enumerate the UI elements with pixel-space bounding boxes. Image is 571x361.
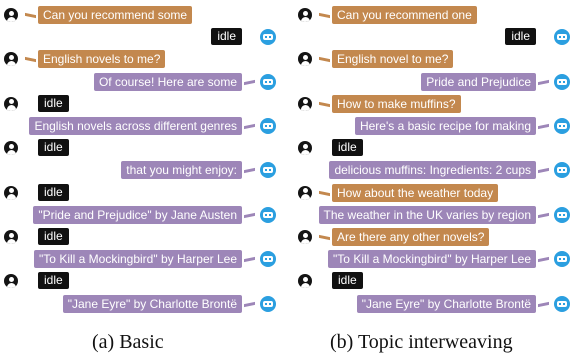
user-message-bubble: Can you recommend one [332, 6, 477, 24]
message-row: delicious muffins: Ingredients: 2 cups [298, 161, 570, 183]
bot-message-bubble: that you might enjoy: [121, 161, 242, 180]
message-row: "Jane Eyre" by Charlotte Brontë [4, 294, 276, 317]
bot-icon [554, 295, 570, 312]
bot-icon [260, 29, 276, 46]
user-message-bubble: How about the weather today [332, 183, 499, 202]
user-icon [4, 141, 18, 156]
user-icon [4, 8, 18, 22]
user-message-bubble: English novel to me? [332, 50, 454, 69]
message-row: that you might enjoy: [4, 161, 276, 183]
bot-icon [260, 206, 276, 223]
user-idle-badge: idle [38, 272, 69, 290]
message-row: idle [4, 272, 276, 294]
user-icon [4, 230, 18, 244]
message-row: The weather in the UK varies by region [298, 205, 570, 228]
user-idle-badge: idle [38, 183, 69, 201]
message-row: idle [4, 94, 276, 117]
bot-icon [554, 206, 570, 223]
bot-icon [554, 29, 570, 46]
bot-icon [554, 162, 570, 179]
message-row: idle [298, 272, 570, 294]
user-idle-badge: idle [38, 139, 69, 157]
bot-icon [260, 251, 276, 268]
user-icon [298, 230, 312, 244]
bot-message-bubble: delicious muffins: Ingredients: 2 cups [329, 161, 536, 180]
user-idle-badge: idle [38, 94, 69, 112]
message-row: idle [4, 28, 276, 50]
user-icon [298, 185, 312, 200]
message-row: idle [298, 139, 570, 161]
user-icon [4, 274, 18, 289]
user-icon [4, 185, 18, 200]
message-row: Can you recommend one [298, 6, 570, 28]
bot-message-bubble: "To Kill a Mockingbird" by Harper Lee [34, 250, 242, 269]
user-idle-badge: idle [332, 272, 363, 290]
user-idle-badge: idle [38, 228, 69, 245]
bot-icon [260, 162, 276, 179]
bot-icon [260, 118, 276, 134]
message-row: English novel to me? [298, 50, 570, 72]
bot-message-bubble: English novels across different genres [29, 117, 242, 135]
message-row: "To Kill a Mockingbird" by Harper Lee [4, 250, 276, 272]
bot-message-bubble: "Pride and Prejudice" by Jane Austen [33, 205, 242, 224]
bot-icon [260, 73, 276, 90]
user-message-bubble: How to make muffins? [332, 94, 461, 113]
bot-message-bubble: "Jane Eyre" by Charlotte Brontë [62, 294, 242, 313]
message-row: "Jane Eyre" by Charlotte Brontë [298, 294, 570, 317]
message-row: Of course! Here are some [4, 72, 276, 95]
user-icon [4, 96, 18, 111]
user-icon [298, 141, 312, 156]
message-row: Here's a basic recipe for making [298, 117, 570, 139]
bot-icon [554, 118, 570, 134]
bot-idle-badge: idle [505, 28, 536, 46]
bot-icon [260, 295, 276, 312]
bot-icon [554, 251, 570, 268]
message-row: Are there any other novels? [298, 228, 570, 250]
message-row: "To Kill a Mockingbird" by Harper Lee [298, 250, 570, 272]
user-idle-badge: idle [332, 139, 363, 157]
user-icon [298, 52, 312, 67]
bot-message-bubble: "To Kill a Mockingbird" by Harper Lee [328, 250, 536, 269]
bot-message-bubble: The weather in the UK varies by region [318, 205, 536, 224]
message-row: How to make muffins? [298, 94, 570, 117]
user-icon [298, 96, 312, 111]
caption-topic-interweaving: (b) Topic interweaving [330, 331, 513, 353]
message-row: idle [298, 28, 570, 50]
message-row: idle [4, 139, 276, 161]
user-message-bubble: Can you recommend some [38, 6, 193, 24]
message-row: idle [4, 183, 276, 206]
bot-message-bubble: Of course! Here are some [93, 72, 242, 91]
message-row: idle [4, 228, 276, 250]
message-row: English novels across different genres [4, 117, 276, 139]
bot-icon [554, 73, 570, 90]
user-icon [298, 8, 312, 22]
user-icon [4, 52, 18, 67]
caption-basic: (a) Basic [92, 331, 164, 353]
message-row: Pride and Prejudice [298, 72, 570, 95]
user-message-bubble: English novels to me? [38, 50, 166, 69]
bot-message-bubble: Pride and Prejudice [421, 72, 536, 91]
bot-idle-badge: idle [211, 28, 242, 46]
bot-message-bubble: Here's a basic recipe for making [354, 117, 536, 135]
message-row: Can you recommend some [4, 6, 276, 28]
message-row: "Pride and Prejudice" by Jane Austen [4, 205, 276, 228]
bot-message-bubble: "Jane Eyre" by Charlotte Brontë [356, 294, 536, 313]
message-row: English novels to me? [4, 50, 276, 72]
message-row: How about the weather today [298, 183, 570, 206]
user-message-bubble: Are there any other novels? [332, 228, 490, 246]
user-icon [298, 274, 312, 289]
